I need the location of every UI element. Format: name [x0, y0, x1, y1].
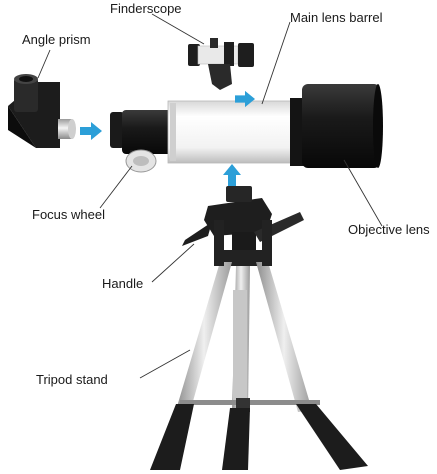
label-focus-wheel: Focus wheel — [32, 207, 105, 222]
focuser-part — [110, 110, 172, 173]
label-tripod-stand: Tripod stand — [36, 372, 108, 387]
finderscope-part — [188, 38, 254, 90]
tripod-legs-part — [150, 220, 368, 470]
dew-shield-part — [290, 84, 383, 168]
main-tube-part — [167, 100, 295, 164]
tripod-head-part — [182, 186, 304, 266]
label-finderscope: Finderscope — [110, 1, 182, 16]
arrow-right-icon — [80, 122, 102, 140]
angle-prism-part — [8, 74, 76, 148]
label-main-lens-barrel: Main lens barrel — [290, 10, 383, 25]
label-handle: Handle — [102, 276, 144, 291]
leader-lines — [37, 13, 383, 379]
label-objective-lens: Objective lens — [348, 222, 430, 237]
label-angle-prism: Angle prism — [22, 32, 91, 47]
arrow-right-icon — [235, 90, 255, 108]
arrow-up-icon — [223, 164, 241, 186]
